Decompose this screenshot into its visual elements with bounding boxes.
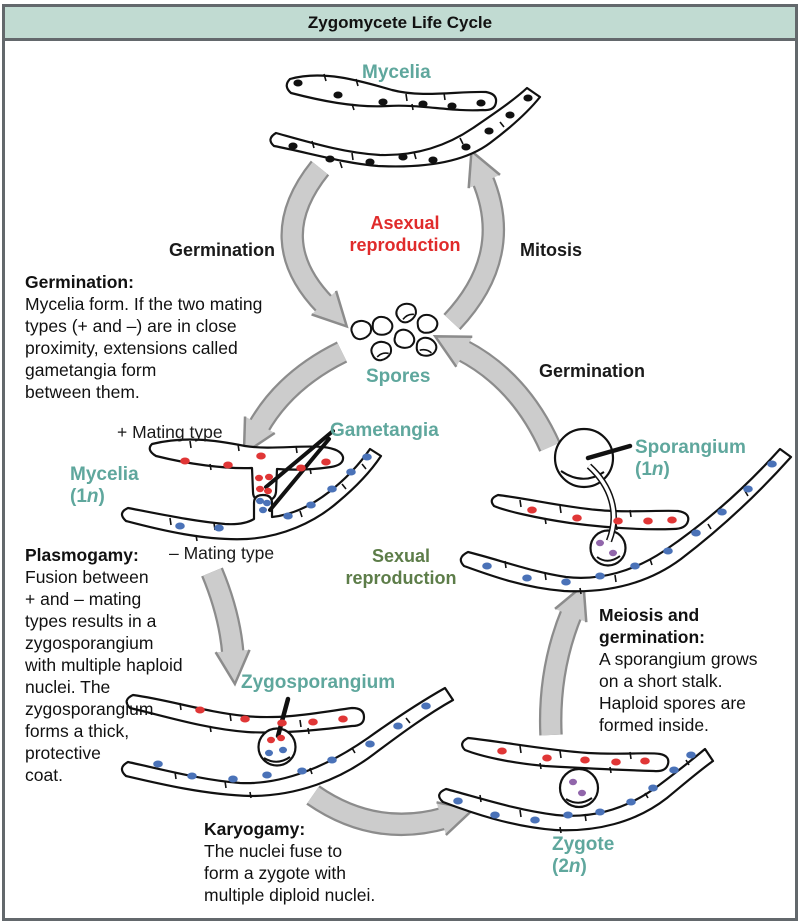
- plasmogamy-heading: Plasmogamy:: [25, 545, 139, 565]
- sporangium-drawing: [459, 427, 793, 595]
- sporangium-pointer-line: [585, 443, 633, 461]
- karyogamy-text-block: Karyogamy: The nuclei fuse to form a zyg…: [204, 818, 375, 906]
- spores-label: Spores: [366, 366, 431, 387]
- germination-heading: Germination:: [25, 272, 134, 292]
- karyogamy-body: The nuclei fuse to form a zygote with mu…: [204, 841, 376, 905]
- page-title: Zygomycete Life Cycle: [307, 12, 493, 32]
- title-bar: Zygomycete Life Cycle: [2, 4, 798, 41]
- arrow-germination-right: [432, 335, 561, 452]
- germination-left-label: Germination: [169, 240, 276, 260]
- mitosis-label: Mitosis: [520, 240, 583, 260]
- zygosporangium-pointer-line: [275, 696, 291, 739]
- meiosis-heading: Meiosis and germination:: [599, 605, 705, 647]
- zygosporangium-nuclei: [153, 702, 431, 783]
- zygote-drawing: [438, 736, 715, 834]
- zygote-cell: [558, 767, 600, 809]
- sporangium-label: Sporangium(1n): [635, 437, 746, 480]
- asexual-reproduction-label: Asexual reproduction: [349, 213, 461, 255]
- zygosporangium-drawing: [120, 686, 455, 799]
- meiosis-body: A sporangium grows on a short stalk. Hap…: [599, 649, 758, 735]
- sexual-reproduction-label: Sexual reproduction: [345, 546, 457, 588]
- zygote-label: Zygote(2n): [552, 834, 615, 877]
- karyogamy-heading: Karyogamy:: [204, 819, 306, 839]
- arrow-spores-to-mating: [242, 341, 348, 457]
- germinated-zygosporangium: [589, 529, 627, 567]
- minus-strain-nuclei: [175, 453, 372, 532]
- zygosporangium-cell: [257, 727, 297, 767]
- arrow-meiosis-up: [538, 582, 588, 736]
- arrow-germination-left: [280, 160, 349, 329]
- minus-mating-type-label: – Mating type: [169, 543, 275, 563]
- plasmogamy-body: Fusion between + and – mating types resu…: [25, 567, 183, 785]
- mycelia-drawing: [269, 73, 542, 169]
- germination-text-block: Germination: Mycelia form. If the two ma…: [25, 271, 262, 403]
- plus-mating-type-label: + Mating type: [117, 422, 223, 442]
- germination-body: Mycelia form. If the two mating types (+…: [25, 294, 263, 402]
- spores-drawing: [350, 302, 439, 362]
- zygosporangium-label: Zygosporangium: [241, 672, 396, 693]
- mycelia-label: Mycelia: [362, 62, 431, 83]
- sporangium-nuclei: [482, 460, 777, 586]
- mycelia-1n-label: Mycelia(1n): [70, 464, 139, 507]
- germination-right-label: Germination: [539, 361, 646, 381]
- gametangia-pointer-lines: [264, 429, 335, 512]
- plasmogamy-text-block: Plasmogamy: Fusion between + and – matin…: [25, 544, 183, 786]
- meiosis-text-block: Meiosis and germination: A sporangium gr…: [599, 604, 758, 736]
- plus-strain-nuclei: [180, 452, 331, 495]
- gametangia-label: Gametangia: [330, 420, 439, 441]
- black-nuclei-dots: [288, 79, 533, 166]
- zygote-nuclei: [453, 747, 696, 824]
- mating-types-drawing: [120, 429, 383, 542]
- arrow-plasmogamy-down: [201, 567, 251, 687]
